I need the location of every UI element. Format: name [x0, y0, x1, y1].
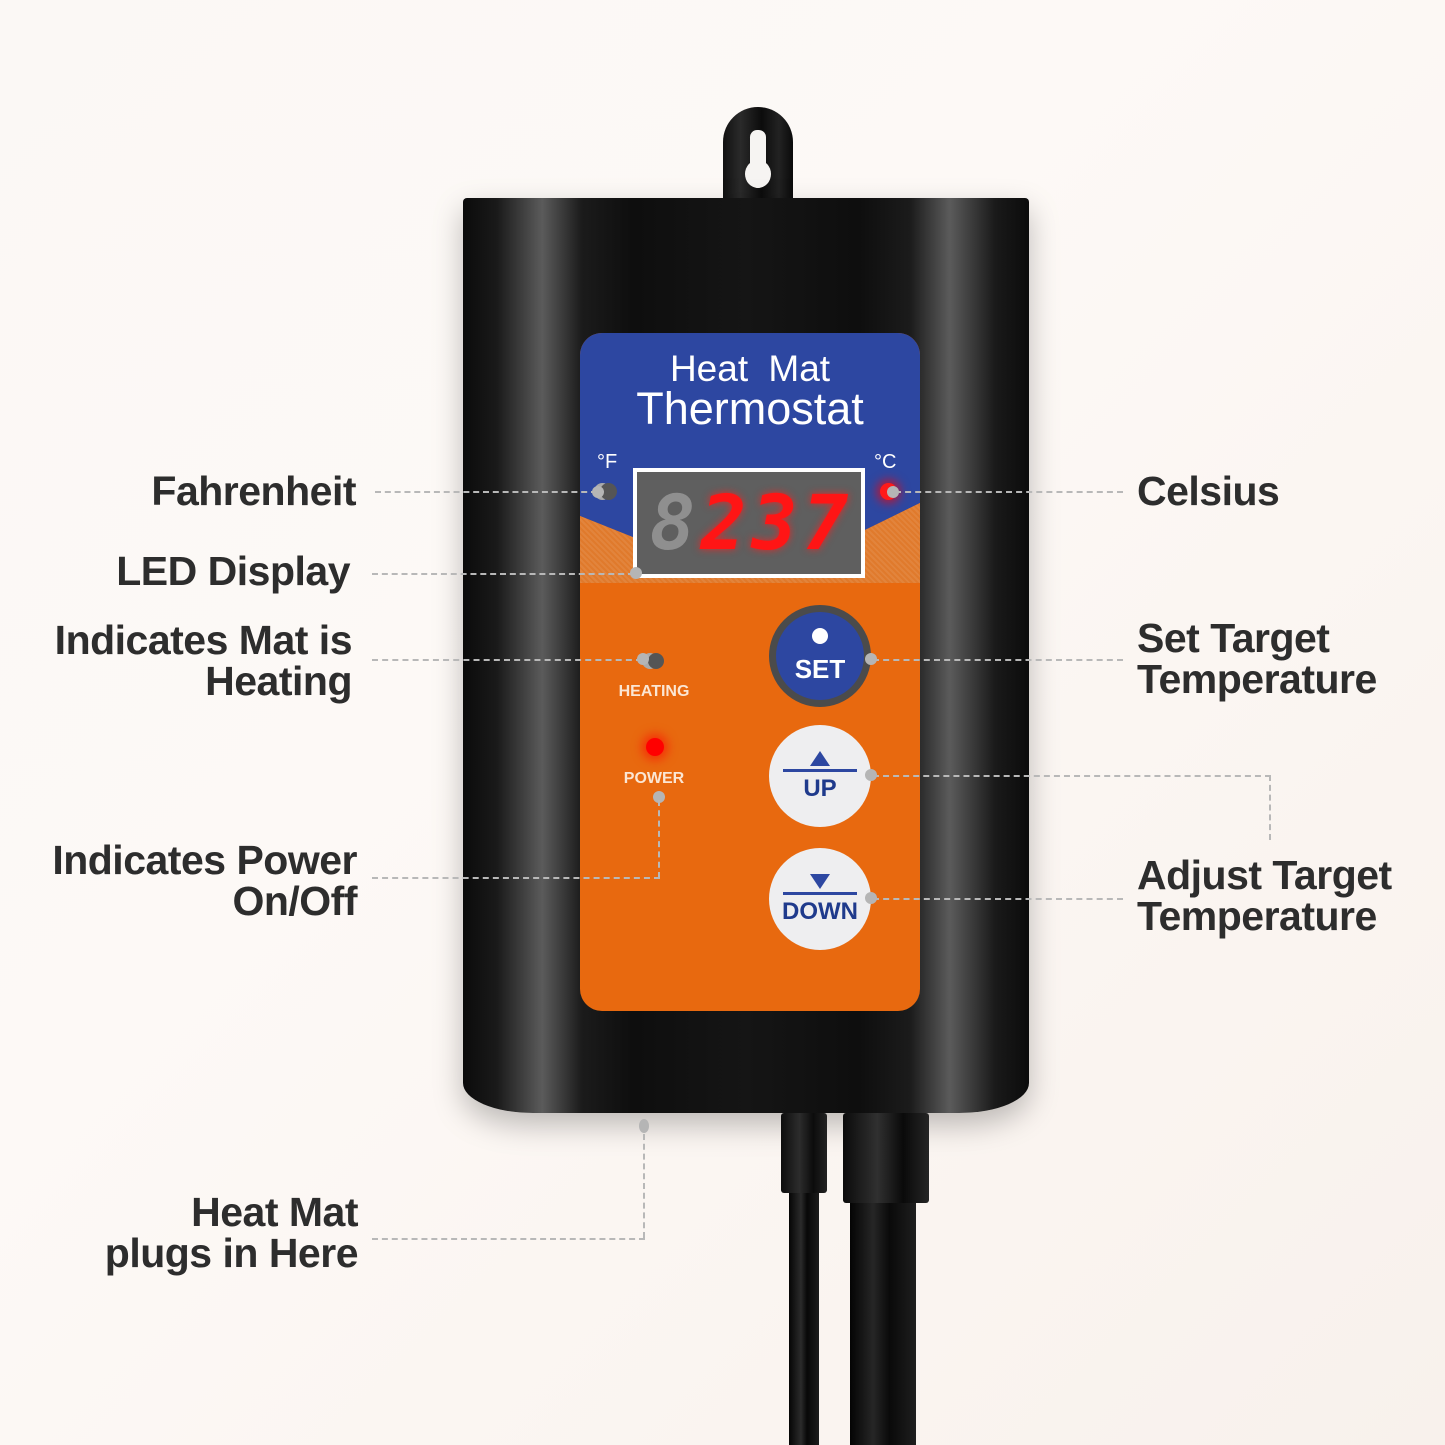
leader-pin-heating [637, 653, 649, 665]
power-led-icon [646, 738, 664, 756]
display-digit-2: 2 [700, 478, 747, 567]
up-button-label: UP [803, 774, 837, 802]
callout-celsius: Celsius [1137, 471, 1437, 512]
display-digit-4: 7 [802, 478, 849, 567]
leader-vline-plug [643, 1134, 645, 1238]
callout-heating-line1: Indicates Mat is [54, 617, 353, 663]
leader-line-celsius [895, 491, 1123, 493]
leader-pin-up [865, 769, 877, 781]
led-display: 8 2 3 7 [633, 468, 865, 578]
leader-line-up [873, 775, 1271, 777]
callout-power-line1: Indicates Power [52, 837, 357, 883]
triangle-up-icon [810, 750, 830, 766]
heat-mat-plug [781, 1113, 827, 1193]
set-dot-icon [812, 627, 828, 644]
power-cable-strain-relief [843, 1113, 929, 1203]
leader-pin-power [653, 791, 665, 803]
leader-vline-adjust [1269, 775, 1271, 840]
callout-power: Indicates Power On/Off [5, 840, 357, 922]
leader-pin-set [865, 653, 877, 665]
triangle-down-icon [810, 873, 830, 889]
set-button[interactable]: SET [769, 605, 871, 707]
leader-pin-plug [639, 1119, 649, 1133]
up-button[interactable]: UP [769, 725, 871, 827]
callout-plug-line1: Heat Mat [191, 1189, 358, 1235]
callout-led-display-line1: LED Display [116, 548, 350, 594]
callout-set: Set Target Temperature [1137, 618, 1437, 700]
down-button-divider [783, 891, 857, 895]
heating-led-icon [648, 653, 664, 669]
fahrenheit-unit-label: °F [597, 451, 618, 473]
callout-plug: Heat Mat plugs in Here [60, 1189, 359, 1276]
callout-power-line2: On/Off [232, 878, 357, 924]
leader-pin-down [865, 892, 877, 904]
callout-adjust-line2: Temperature [1137, 893, 1377, 939]
callout-fahrenheit-line1: Fahrenheit [151, 468, 356, 514]
down-button[interactable]: DOWN [769, 848, 871, 950]
leader-pin-celsius [887, 486, 899, 498]
power-cable [850, 1190, 916, 1445]
hanger-hole-bulb [745, 160, 771, 188]
leader-pin-led-display [630, 567, 642, 579]
heating-label: HEATING [618, 683, 690, 700]
leader-line-led-display [372, 573, 634, 575]
product-title-line2: Thermostat [636, 383, 864, 434]
celsius-unit-label: °C [874, 451, 897, 473]
callout-set-line2: Temperature [1137, 656, 1377, 702]
callout-celsius-line1: Celsius [1137, 468, 1280, 514]
leader-line-plug [372, 1238, 645, 1240]
leader-vline-power [658, 800, 660, 878]
callout-plug-line2: plugs in Here [104, 1230, 359, 1276]
product-title-line1: Heat Mat [669, 348, 831, 389]
leader-line-heating [372, 659, 642, 661]
leader-line-fahrenheit [375, 491, 597, 493]
leader-line-power [372, 877, 660, 879]
control-panel: Heat Mat Thermostat °F °C 8 2 3 7 HEATIN… [580, 333, 920, 1011]
leader-line-set [873, 659, 1123, 661]
leader-line-down [873, 898, 1123, 900]
callout-adjust: Adjust Target Temperature [1137, 855, 1437, 937]
set-button-label: SET [794, 653, 846, 684]
callout-adjust-line1: Adjust Target [1137, 852, 1392, 898]
callout-set-line1: Set Target [1137, 615, 1330, 661]
callout-fahrenheit: Fahrenheit [40, 471, 356, 512]
down-button-label: DOWN [782, 897, 858, 925]
display-digit-3: 3 [751, 478, 798, 567]
callout-led-display: LED Display [40, 551, 350, 592]
callout-heating: Indicates Mat is Heating [10, 617, 353, 704]
up-button-divider [783, 768, 857, 772]
power-label: POWER [623, 770, 685, 787]
fahrenheit-led-icon [600, 483, 617, 500]
display-digit-1: 8 [649, 478, 696, 567]
leader-pin-fahrenheit [592, 486, 604, 498]
callout-heating-line2: Heating [205, 658, 352, 704]
